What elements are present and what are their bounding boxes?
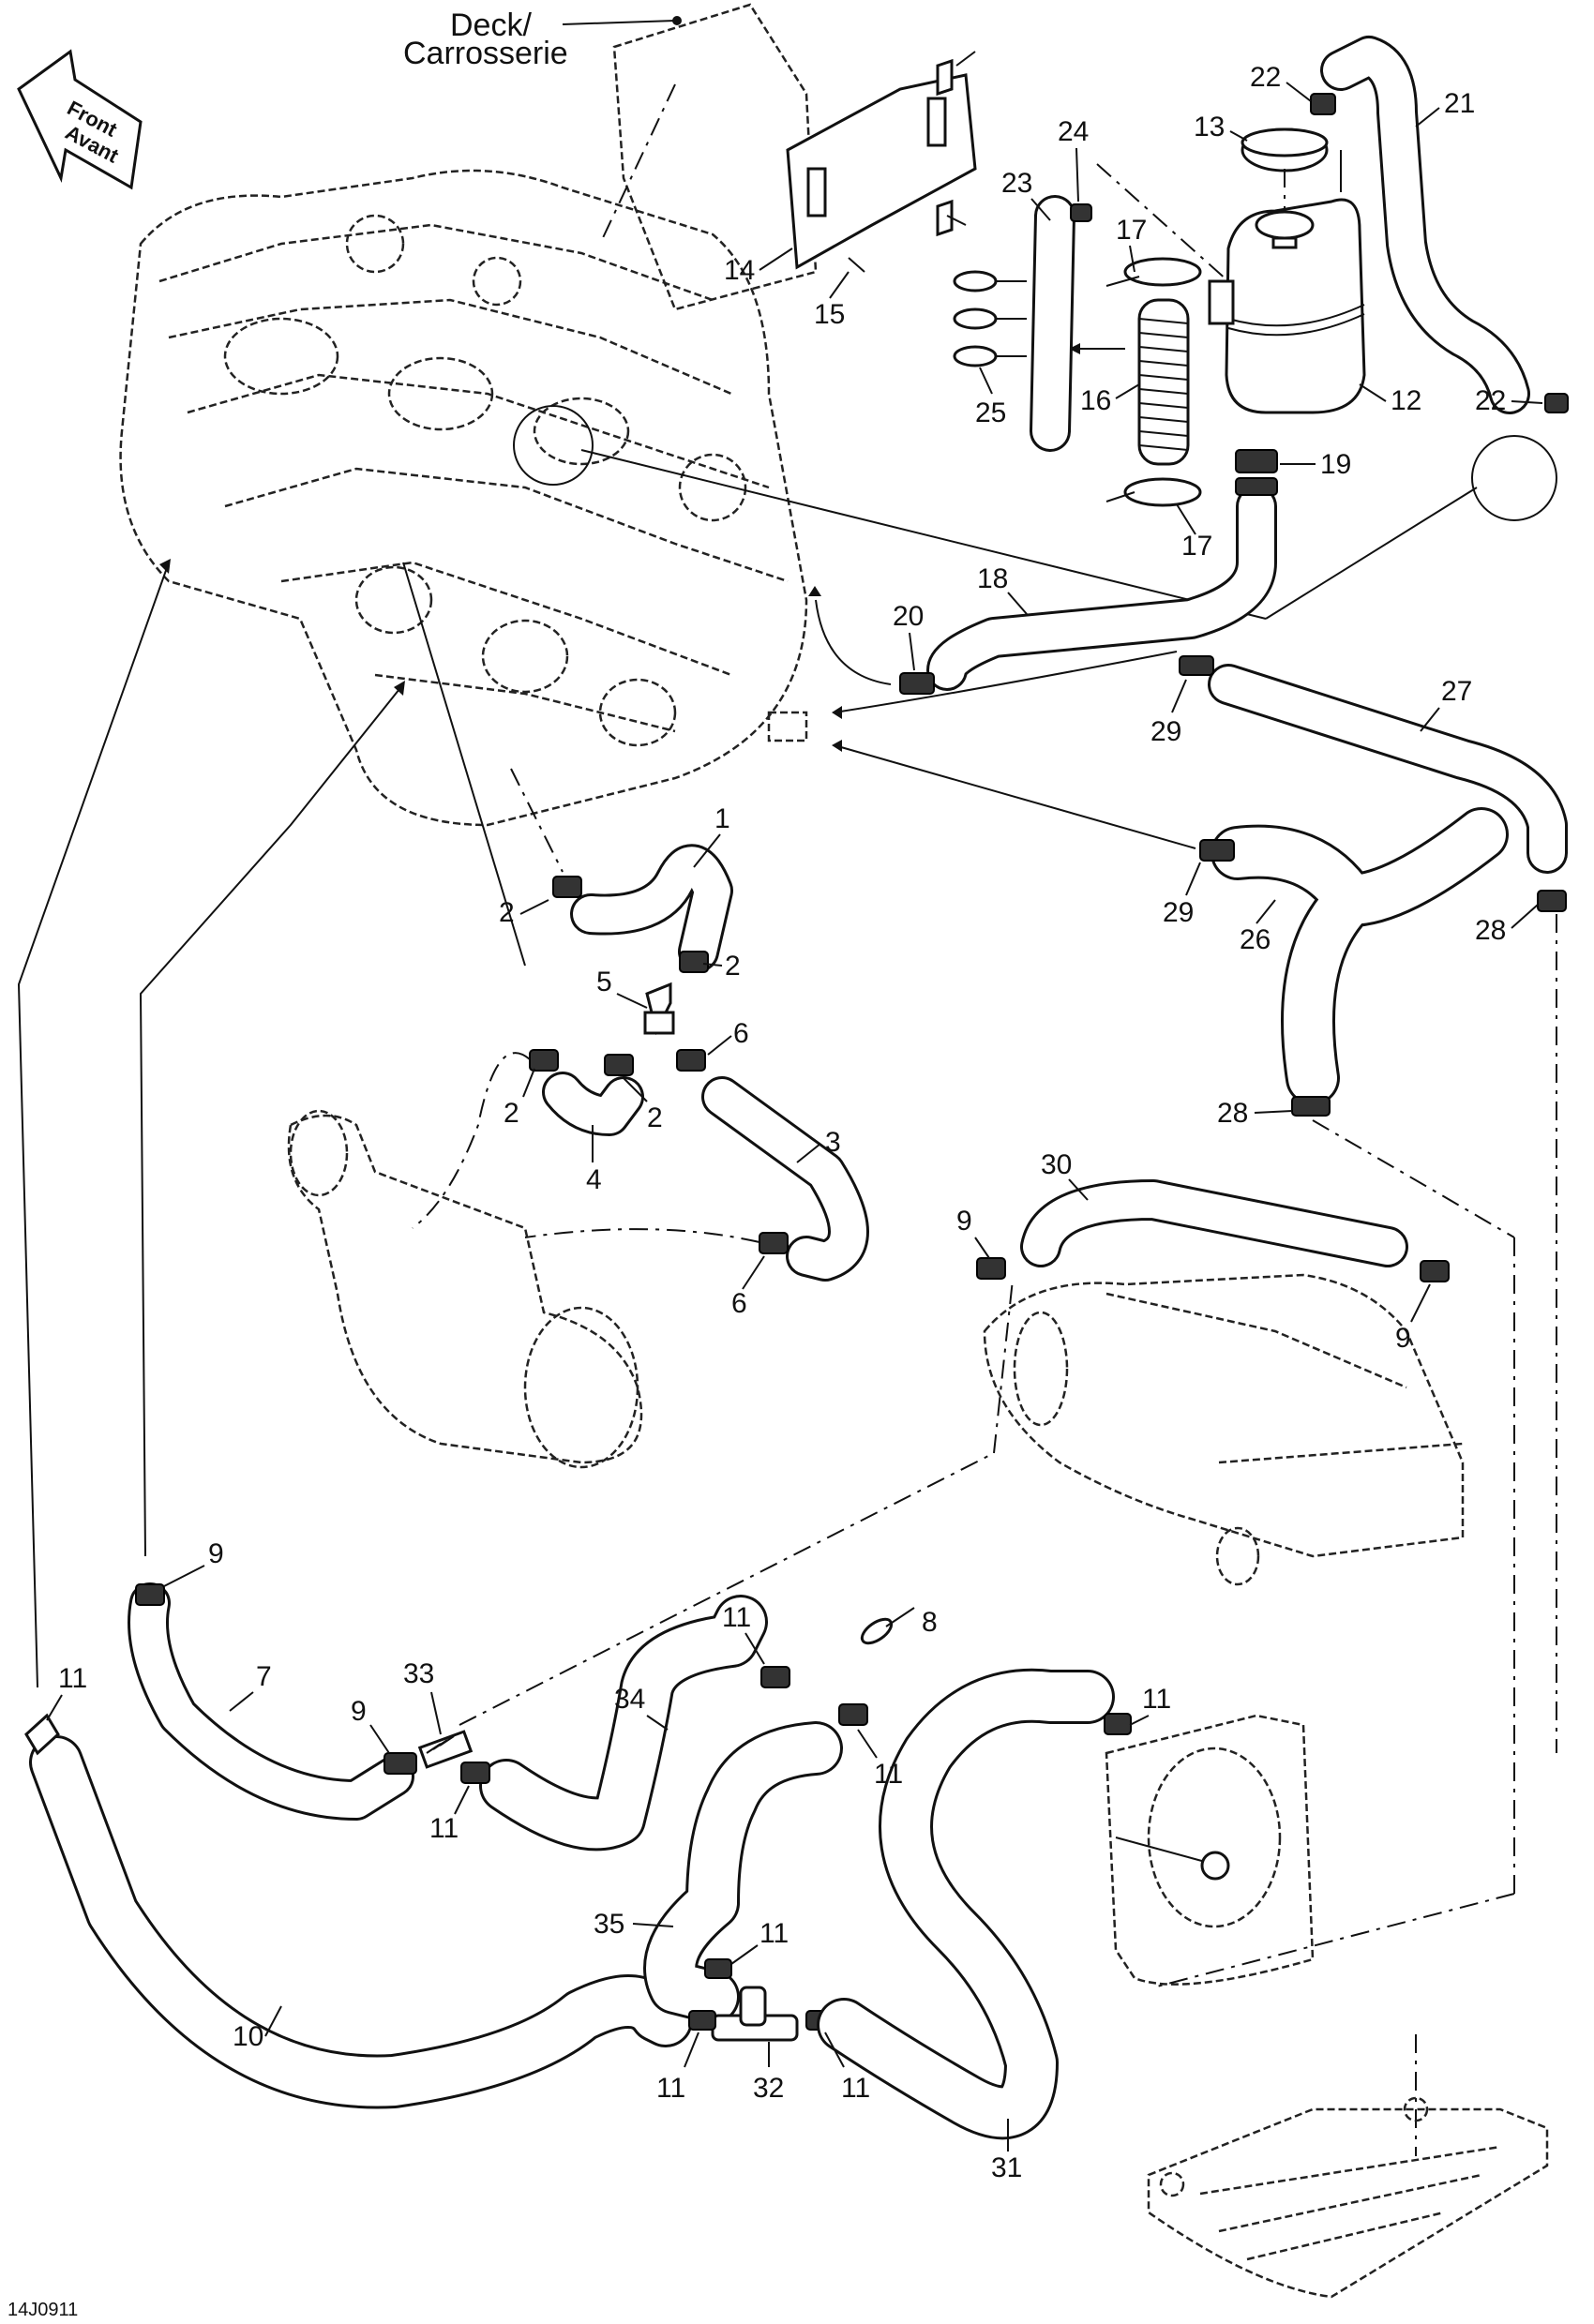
callout-2-a: 2 (499, 897, 515, 928)
hose-18 (808, 449, 1278, 695)
intercooler (983, 1273, 1465, 1586)
callout-22-a: 22 (1250, 62, 1281, 93)
callout-7: 7 (256, 1661, 272, 1692)
deck-label: Deck/ (450, 7, 532, 43)
callout-18: 18 (977, 563, 1008, 594)
callout-10: 10 (233, 2021, 263, 2052)
fitting-5 (643, 982, 675, 1036)
callout-11-h: 11 (841, 2073, 870, 2104)
callout-11-a: 11 (58, 1663, 87, 1694)
callout-34: 34 (614, 1684, 645, 1715)
hose-23 (1030, 163, 1229, 452)
callout-4: 4 (586, 1164, 602, 1195)
callout-29-a: 29 (1150, 716, 1181, 747)
callout-33: 33 (403, 1658, 434, 1689)
hose-7 (128, 1582, 417, 1821)
callout-9-d: 9 (351, 1696, 367, 1727)
callout-35: 35 (594, 1909, 624, 1940)
callout-11-b: 11 (722, 1602, 751, 1633)
callout-27: 27 (1441, 676, 1472, 707)
callout-5: 5 (596, 967, 612, 997)
carrosserie-label: Carrosserie (403, 36, 568, 71)
callout-29-b: 29 (1163, 897, 1194, 928)
callout-11-c: 11 (429, 1813, 459, 1844)
callout-19: 19 (1320, 449, 1351, 480)
callout-21: 21 (1444, 88, 1475, 119)
coolant-reservoir (1208, 127, 1366, 414)
callout-11-g: 11 (656, 2073, 685, 2104)
hose-35 (643, 1703, 868, 2024)
hose-26 (832, 740, 1509, 1117)
callout-17-a: 17 (1116, 215, 1147, 246)
callout-2-c: 2 (504, 1098, 519, 1129)
callout-9-c: 9 (1395, 1323, 1411, 1354)
callout-22-b: 22 (1475, 385, 1506, 416)
diagram-code: 14J0911 (8, 2300, 78, 2320)
fitting-33 (417, 1279, 1014, 1769)
callout-3: 3 (825, 1127, 841, 1158)
callout-1: 1 (714, 803, 730, 834)
callout-11-e: 11 (1142, 1684, 1171, 1715)
engine (119, 169, 808, 827)
callout-26: 26 (1240, 924, 1271, 955)
callout-6-a: 6 (733, 1018, 749, 1049)
dashed-connections-right (1152, 914, 1557, 2156)
front-arrow: Front Avant (17, 49, 143, 190)
hose-4 (412, 1049, 760, 1243)
callouts: 1 2 2 2 2 3 4 5 6 6 7 8 9 9 9 9 10 11 11 (46, 62, 1543, 2183)
callout-6-b: 6 (731, 1288, 747, 1319)
clamps-25 (953, 270, 1027, 367)
callout-31: 31 (991, 2152, 1022, 2183)
callout-24: 24 (1058, 116, 1089, 147)
ride-plate (1147, 2096, 1549, 2299)
callout-8: 8 (922, 1607, 938, 1638)
hose-34 (460, 1595, 790, 1852)
left-connections (17, 559, 526, 1688)
hose-10 (24, 1713, 693, 2109)
callout-12: 12 (1391, 385, 1421, 416)
callout-28-b: 28 (1217, 1098, 1248, 1129)
hose-21 (580, 36, 1569, 620)
exhaust-pipe (287, 1109, 643, 1469)
hose-27 (832, 651, 1568, 912)
callout-9-a: 9 (208, 1538, 224, 1569)
jet-pump (1105, 1714, 1315, 1986)
callout-11-f: 11 (759, 1918, 789, 1949)
callout-9-b: 9 (956, 1206, 972, 1237)
callout-23: 23 (1001, 168, 1032, 199)
hose-1 (510, 768, 733, 973)
callout-30: 30 (1041, 1149, 1072, 1180)
hose-16-coil (1069, 257, 1202, 507)
callout-11-d: 11 (874, 1759, 903, 1790)
callout-28-a: 28 (1475, 915, 1506, 946)
hose-30 (976, 1179, 1450, 1282)
hose-3 (676, 1049, 869, 1282)
deck-section: Deck/ Carrosserie (403, 3, 818, 311)
callout-16: 16 (1080, 385, 1111, 416)
callout-32: 32 (753, 2073, 784, 2104)
hose-31 (817, 1668, 1132, 2140)
callout-13: 13 (1194, 112, 1225, 142)
callout-15: 15 (814, 299, 845, 330)
mounting-bracket (786, 51, 977, 273)
callout-25: 25 (975, 397, 1006, 428)
callout-2-d: 2 (647, 1102, 663, 1133)
callout-14: 14 (724, 255, 755, 286)
callout-17-b: 17 (1181, 531, 1212, 562)
clip-8 (860, 1607, 915, 1645)
callout-2-b: 2 (725, 951, 741, 982)
callout-20: 20 (893, 601, 924, 632)
